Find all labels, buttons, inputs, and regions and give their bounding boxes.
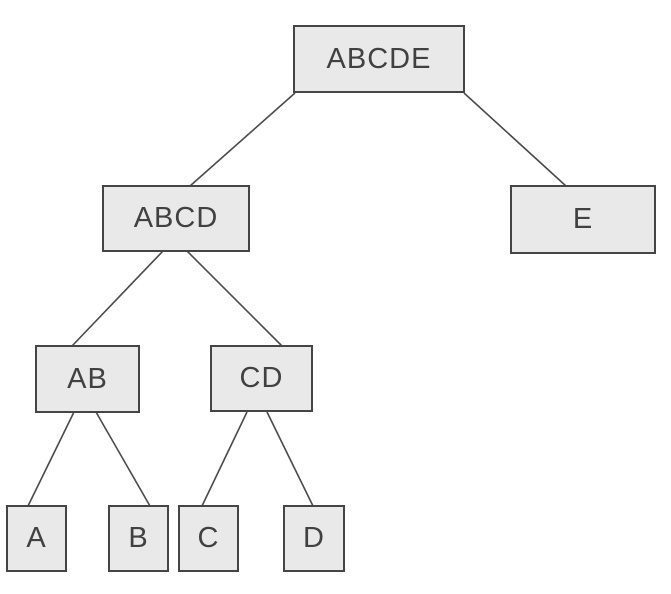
tree-node-abcde: ABCDE <box>293 25 465 93</box>
edge-abcde-e <box>463 92 567 187</box>
edge-abcd-cd <box>186 250 283 347</box>
edge-cd-d <box>266 411 314 507</box>
tree-node-abcd: ABCD <box>102 185 250 252</box>
edge-abcde-abcd <box>189 92 296 187</box>
tree-node-cd: CD <box>210 345 313 412</box>
tree-node-d: D <box>283 505 345 572</box>
tree-node-b: B <box>108 505 169 572</box>
edge-ab-b <box>95 411 151 507</box>
tree-node-c: C <box>178 505 239 572</box>
tree-node-e: E <box>510 185 656 254</box>
edge-ab-a <box>27 411 75 507</box>
edge-cd-c <box>201 411 248 507</box>
tree-node-ab: AB <box>35 345 140 413</box>
tree-node-a: A <box>6 505 67 572</box>
edge-abcd-ab <box>71 250 164 347</box>
